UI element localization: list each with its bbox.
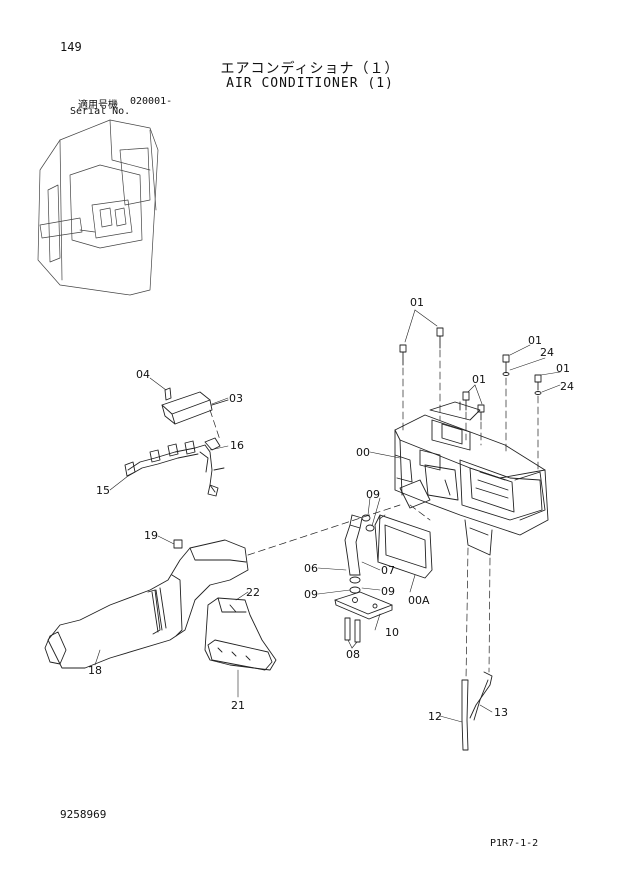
duct-18 xyxy=(44,539,249,669)
callout-00: 00 xyxy=(356,446,370,459)
callout-08: 08 xyxy=(346,648,360,661)
callout-10: 10 xyxy=(385,626,399,639)
callout-13: 13 xyxy=(494,706,508,719)
callout-09: 09 xyxy=(304,588,318,601)
serial-value: 020001- xyxy=(130,96,173,107)
clip-04 xyxy=(164,387,172,401)
leader-lines xyxy=(94,309,561,723)
callout-16: 16 xyxy=(230,439,244,452)
callout-18: 18 xyxy=(88,664,102,677)
bracket-10 xyxy=(334,591,393,620)
drain-hose-06-07 xyxy=(344,514,375,594)
pipe-13 xyxy=(469,671,493,721)
page-number: 149 xyxy=(60,40,82,54)
serial-label-jp: 適用号機 xyxy=(78,100,118,111)
callout-01: 01 xyxy=(472,373,486,386)
cab-location-inset xyxy=(37,119,159,296)
callout-01: 01 xyxy=(556,362,570,375)
callout-01: 01 xyxy=(410,296,424,309)
figure-code: P1R7-1-2 xyxy=(490,838,539,849)
bolt-01 xyxy=(399,327,542,421)
bolt-08 xyxy=(344,617,361,643)
callout-15: 15 xyxy=(96,484,110,497)
wire-harness-15 xyxy=(124,437,225,497)
guide-lines xyxy=(209,349,539,681)
filter-00A xyxy=(374,514,433,579)
callout-00A: 00A xyxy=(408,594,430,607)
callout-06: 06 xyxy=(304,562,318,575)
callout-07: 07 xyxy=(381,564,395,577)
callout-24: 24 xyxy=(560,380,574,393)
callout-19: 19 xyxy=(144,529,158,542)
callout-04: 04 xyxy=(136,368,150,381)
callout-21: 21 xyxy=(231,699,245,712)
callout-24: 24 xyxy=(540,346,554,359)
callout-01: 01 xyxy=(528,334,542,347)
callout-12: 12 xyxy=(428,710,442,723)
serial-label-en: Serial No. xyxy=(70,106,131,117)
callout-22: 22 xyxy=(246,586,260,599)
document-number: 9258969 xyxy=(60,808,107,821)
page-title-en: AIR CONDITIONER (1) xyxy=(226,76,394,91)
page-title-jp: エアコンディショナ（１） xyxy=(220,61,400,77)
cover-03 xyxy=(161,391,229,425)
callout-03: 03 xyxy=(229,392,243,405)
callout-09: 09 xyxy=(381,585,395,598)
duct-21 xyxy=(204,597,277,671)
pipe-12 xyxy=(461,679,469,751)
clip-19 xyxy=(173,539,183,549)
callout-09: 09 xyxy=(366,488,380,501)
air-conditioner-unit-00 xyxy=(394,401,549,556)
